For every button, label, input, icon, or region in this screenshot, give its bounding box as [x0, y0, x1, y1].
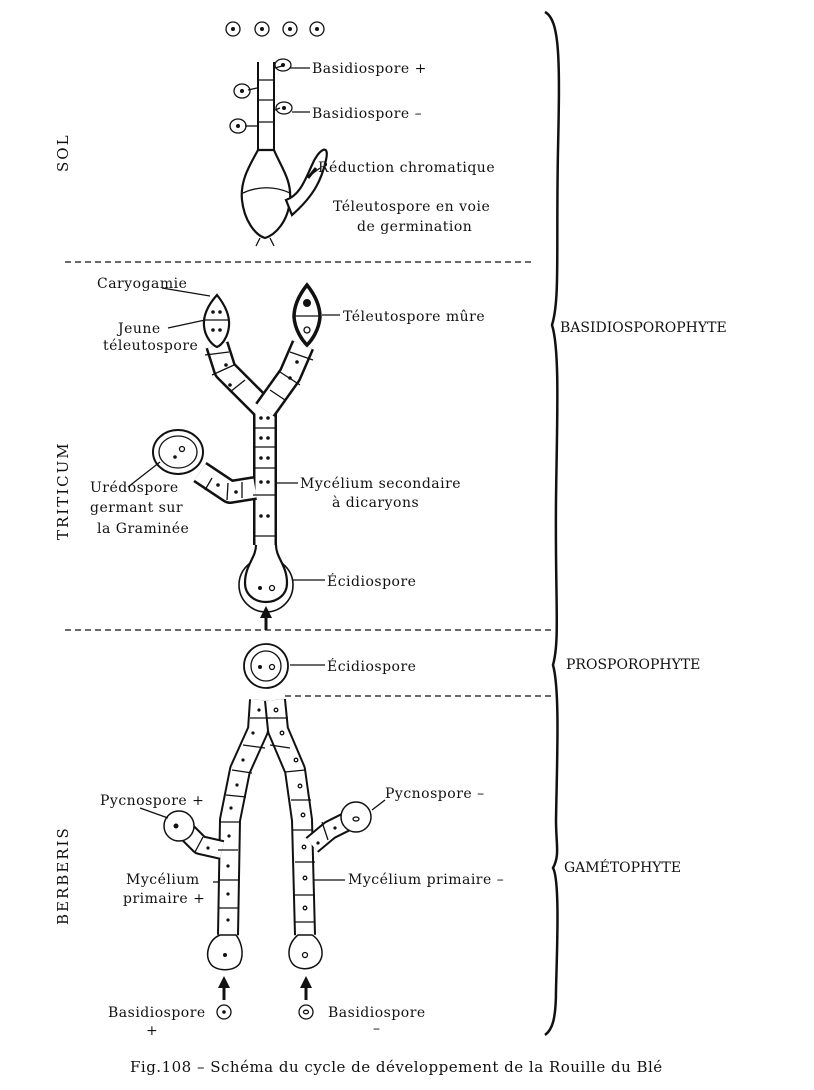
label-basidiospore-minus: Basidiospore – — [312, 106, 422, 122]
label-reduction-chromatique: Réduction chromatique — [318, 160, 495, 176]
label-uredospore-3: la Graminée — [97, 521, 189, 537]
zone-label-sol: SOL — [54, 133, 72, 172]
label-mycelium-primaire-plus-1: Mycélium — [126, 872, 200, 888]
phase-basidiosporophyte: BASIDIOSPOROPHYTE — [560, 320, 727, 336]
triticum-leaders — [127, 287, 340, 581]
label-basidiospore-left-sign: + — [146, 1023, 158, 1039]
leader-reduction — [311, 167, 321, 175]
label-basidiospore-left: Basidiospore — [108, 1005, 206, 1021]
dicaryotic-mycelium — [152, 282, 322, 630]
label-uredospore-2: germant sur — [90, 500, 183, 516]
label-teleutospore-mure: Téleutospore mûre — [343, 309, 485, 325]
label-teleutospore-germination-2: de germination — [357, 219, 472, 235]
label-ecidiospore-triticum: Écidiospore — [327, 572, 416, 590]
label-basidiospore-right-sign: – — [373, 1021, 381, 1037]
label-jeune-1: Jeune — [116, 321, 161, 337]
label-mycelium-primaire-minus: Mycélium primaire – — [348, 872, 504, 888]
label-teleutospore-germination-1: Téleutospore en voie — [333, 199, 490, 215]
berberis-leaders — [139, 799, 386, 883]
label-basidiospore-plus: Basidiospore + — [312, 61, 427, 77]
basidiospores-free — [225, 21, 325, 37]
zone-label-triticum: TRITICUM — [54, 441, 72, 540]
label-ecidiospore-prosporophyte: Écidiospore — [327, 657, 416, 675]
zone-label-berberis: BERBERIS — [54, 826, 72, 925]
germinating-teleutospore — [229, 58, 328, 247]
label-pycnospore-minus: Pycnospore – — [385, 786, 485, 802]
label-mycelium-secondaire-1: Mycélium secondaire — [300, 476, 461, 492]
primary-mycelia — [163, 698, 372, 1020]
label-mycelium-secondaire-2: à dicaryons — [332, 494, 419, 511]
ecidiospore-free — [243, 643, 289, 689]
phase-gametophyte: GAMÉTOPHYTE — [564, 858, 681, 876]
label-caryogamie: Caryogamie — [97, 276, 187, 292]
phase-prosporophyte: PROSPOROPHYTE — [566, 657, 700, 673]
label-pycnospore-plus: Pycnospore + — [100, 793, 204, 809]
label-basidiospore-right: Basidiospore — [328, 1005, 426, 1021]
label-mycelium-primaire-plus-2: primaire + — [123, 891, 205, 907]
label-jeune-2: téleutospore — [103, 338, 198, 354]
figure-caption: Fig.108 – Schéma du cycle de développeme… — [130, 1058, 663, 1076]
phase-brace — [544, 10, 561, 1037]
label-uredospore-1: Urédospore — [90, 480, 179, 496]
